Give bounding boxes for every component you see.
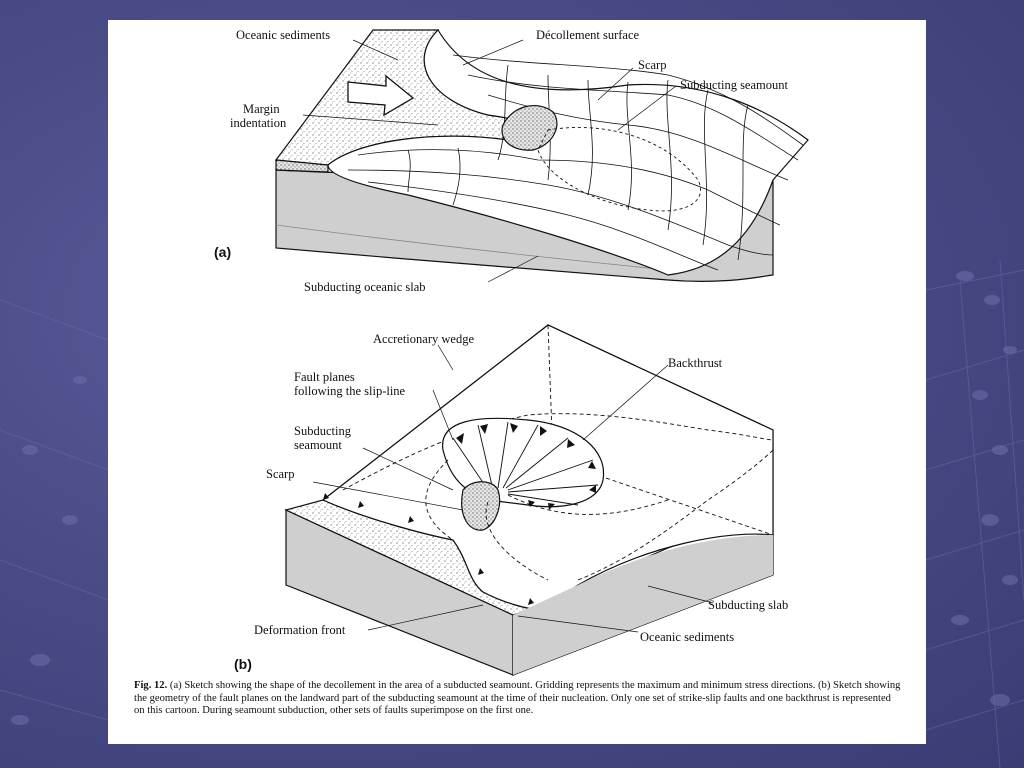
panel-a-tag: (a) <box>214 244 232 260</box>
figure-drawing <box>274 29 809 676</box>
label-backthrust: Backthrust <box>668 356 723 370</box>
label-subducting-slab: Subducting slab <box>708 598 789 612</box>
seamount-scarp <box>501 104 558 151</box>
caption-text: (a) Sketch showing the shape of the deco… <box>134 680 901 716</box>
figure-caption: Fig. 12. (a) Sketch showing the shape of… <box>134 680 904 718</box>
label-subducting-seamount-b-line1: Subducting <box>294 424 351 438</box>
figure-panel: Oceanic sediments Décollement surface Sc… <box>108 20 926 744</box>
label-decollement-surface: Décollement surface <box>536 28 640 42</box>
seamount-scarp-b <box>461 481 501 531</box>
label-deformation-front: Deformation front <box>254 623 346 637</box>
label-scarp-a: Scarp <box>638 58 667 72</box>
label-margin-indentation-line1: Margin <box>243 102 280 116</box>
label-subducting-seamount-b-line2: seamount <box>294 438 342 452</box>
label-fault-planes-line1: Fault planes <box>294 370 355 384</box>
convergence-arrow <box>347 74 415 117</box>
panel-b-block-diagram <box>284 324 774 676</box>
label-oceanic-sediments-b: Oceanic sediments <box>640 630 735 644</box>
label-oceanic-sediments-a: Oceanic sediments <box>236 28 331 42</box>
label-accretionary-wedge: Accretionary wedge <box>373 332 474 346</box>
caption-figure-number: Fig. 12. <box>134 680 168 691</box>
label-subducting-oceanic-slab: Subducting oceanic slab <box>304 280 426 294</box>
subducting-seamount-outline <box>537 127 701 212</box>
label-subducting-seamount-a: Subducting seamount <box>680 78 788 92</box>
panel-b-tag: (b) <box>234 656 252 672</box>
label-scarp-b: Scarp <box>266 467 295 481</box>
label-margin-indentation-line2: indentation <box>230 116 287 130</box>
label-fault-planes-line2: following the slip-line <box>294 384 406 398</box>
panel-a-block-diagram <box>274 29 809 283</box>
